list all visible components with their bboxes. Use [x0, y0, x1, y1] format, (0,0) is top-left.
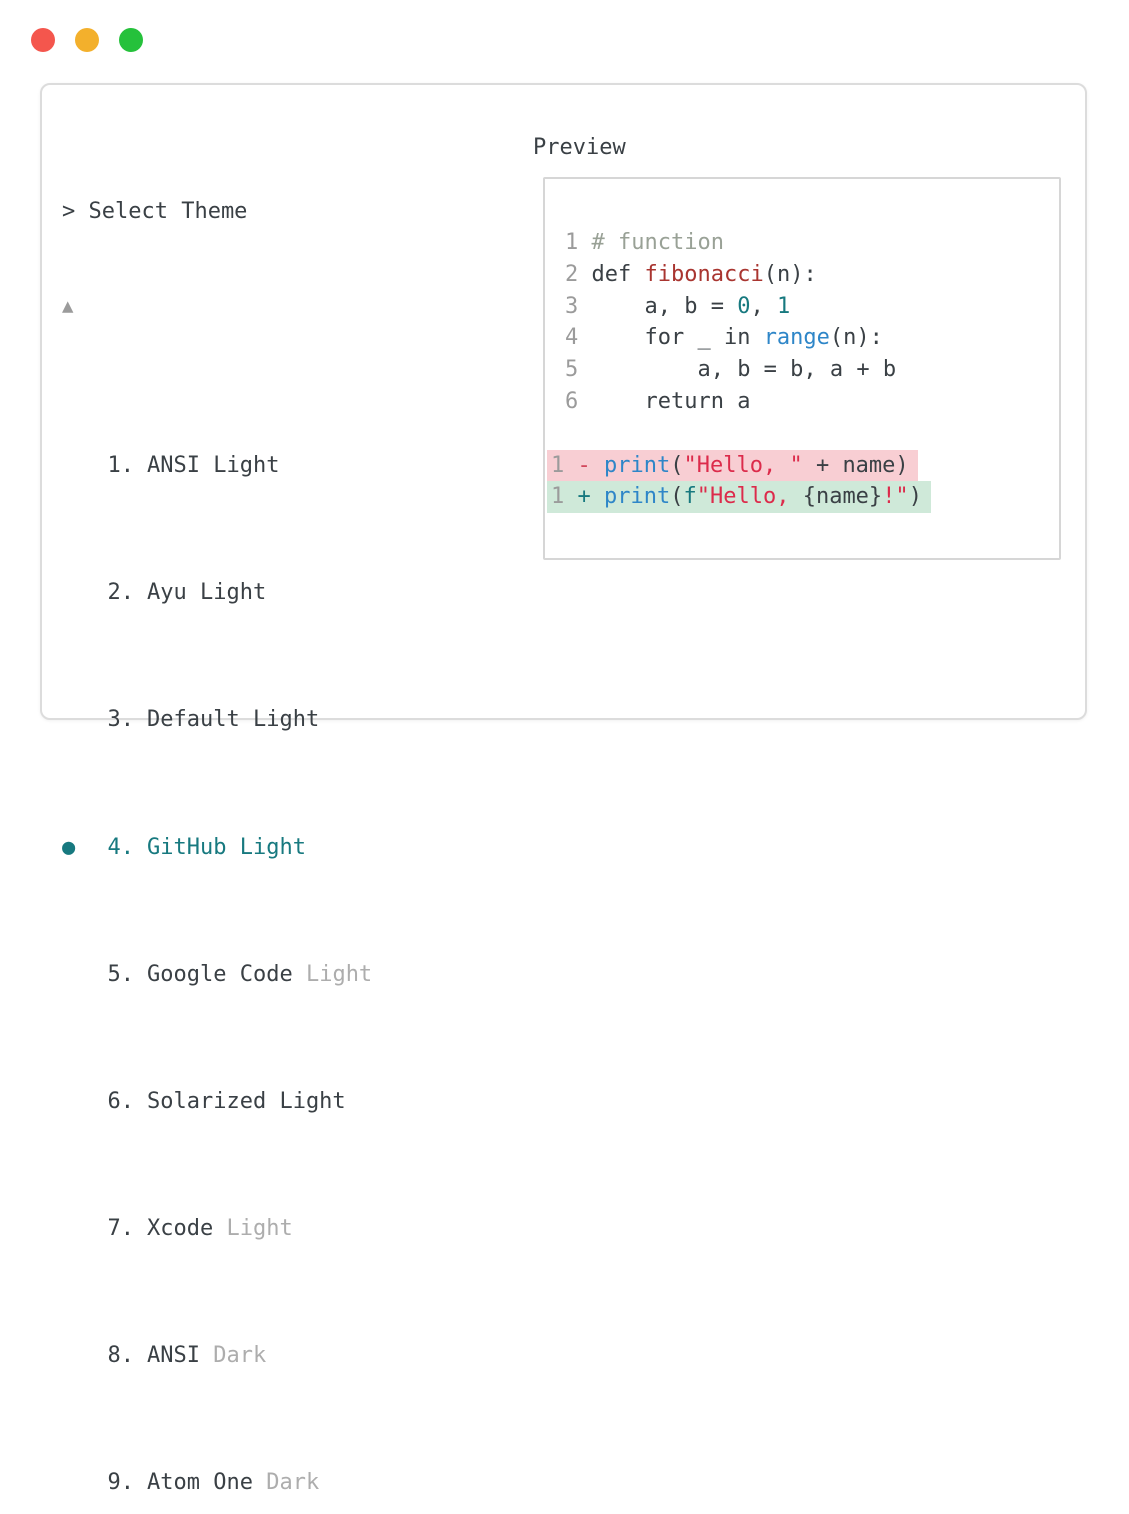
code-line: 4 for _ in range(n):	[565, 322, 1059, 354]
code-token-diff-minus: -	[577, 452, 604, 478]
theme-name: Ayu Light	[147, 580, 267, 606]
preview-label: Preview	[533, 135, 626, 160]
theme-number: 7.	[107, 1216, 135, 1242]
theme-number: 3.	[107, 707, 135, 733]
code-token-builtin: print	[604, 484, 671, 510]
theme-number: 9.	[107, 1470, 135, 1496]
code-token-plain: a, b =	[591, 293, 738, 319]
theme-list-item[interactable]: 7. Xcode Light	[62, 1213, 843, 1245]
prompt-text: > Select Theme	[62, 198, 248, 224]
theme-variant: Light	[305, 961, 373, 987]
theme-number: 5.	[107, 961, 135, 987]
code-token-plain: )	[908, 484, 922, 510]
theme-name: ANSI Light	[147, 452, 280, 478]
code-token-string: "Hello, "	[683, 452, 803, 478]
theme-variant: Dark	[213, 1343, 267, 1369]
theme-selector-window: > Select Theme ▲ 1. ANSI Light 2. Ayu Ligh…	[40, 83, 1087, 1495]
theme-list-item[interactable]: ● 4. GitHub Light	[62, 832, 843, 864]
theme-list-item[interactable]: 2. Ayu Light	[62, 577, 843, 609]
line-number: 4	[565, 325, 592, 351]
code-token-plain: (	[670, 452, 684, 478]
theme-list-item[interactable]: 1. ANSI Light	[62, 450, 843, 482]
code-token-comment: # function	[591, 230, 724, 255]
code-line: 1 # function	[565, 227, 1059, 259]
close-button[interactable]	[31, 28, 55, 52]
selected-bullet-icon: ●	[62, 834, 76, 860]
code-token-plain: (n):	[763, 261, 817, 287]
line-number: 3	[565, 293, 592, 319]
prompt-line: > Select Theme	[62, 196, 843, 228]
theme-variant: Light	[226, 1216, 293, 1242]
code-token-plain: return a	[591, 388, 751, 414]
theme-name: Xcode	[147, 1216, 214, 1242]
theme-number: 8.	[107, 1343, 135, 1369]
line-number: 1	[551, 484, 578, 510]
theme-variant: Dark	[266, 1470, 320, 1496]
code-token-plain: {name}	[802, 484, 883, 510]
code-token-string: "Hello,	[696, 484, 803, 510]
code-line	[565, 418, 1059, 450]
code-token-plain: a, b = b, a + b	[591, 357, 897, 383]
line-number: 1	[551, 452, 578, 478]
code-token-plain: (	[670, 484, 684, 510]
theme-number: 4.	[107, 834, 135, 860]
code-token-plain: for _ in	[591, 325, 764, 351]
code-token-string: !"	[882, 484, 909, 510]
theme-name: Default Light	[147, 707, 320, 733]
theme-list-item[interactable]: 5. Google Code Light	[62, 959, 843, 991]
theme-name: Atom One	[147, 1470, 253, 1496]
code-line: 6 return a	[565, 386, 1059, 418]
code-token-number: 1	[776, 293, 791, 319]
theme-list-item[interactable]: 8. ANSI Dark	[62, 1340, 843, 1372]
diff-line-removed: 1 - print("Hello, " + name)	[547, 449, 918, 482]
theme-number: 2.	[107, 580, 135, 606]
code-token-builtin: range	[763, 325, 830, 351]
code-token-plain: def	[591, 261, 645, 287]
code-token-number: f	[683, 484, 697, 510]
code-token-diff-plus: +	[577, 484, 604, 510]
line-number: 5	[565, 357, 592, 383]
code-line: 5 a, b = b, a + b	[565, 354, 1059, 386]
code-token-number: 0	[737, 293, 751, 319]
zoom-button[interactable]	[119, 28, 143, 52]
code-line: 3 a, b = 0, 1	[565, 291, 1059, 323]
code-token-builtin: print	[604, 452, 671, 478]
theme-list-item[interactable]: 6. Solarized Light	[62, 1086, 843, 1118]
scroll-up-icon[interactable]: ▲	[62, 294, 74, 317]
line-number: 2	[565, 261, 592, 287]
line-number: 1	[565, 230, 592, 255]
theme-list-item[interactable]: 3. Default Light	[62, 704, 843, 736]
theme-name: Solarized Light	[147, 1088, 346, 1114]
minimize-button[interactable]	[75, 28, 99, 52]
theme-number: 1.	[107, 452, 135, 478]
theme-list-item[interactable]: 9. Atom One Dark	[62, 1467, 843, 1499]
code-token-func-def: fibonacci	[644, 261, 764, 287]
theme-name: GitHub Light	[147, 834, 306, 860]
code-token-plain: ,	[750, 293, 777, 319]
code-token-plain: + name)	[802, 452, 909, 478]
theme-name: ANSI	[147, 1343, 200, 1369]
line-number: 6	[565, 388, 592, 414]
theme-number: 6.	[107, 1088, 135, 1114]
traffic-lights	[31, 28, 143, 52]
code-token-plain: (n):	[829, 325, 883, 351]
diff-line-added: 1 + print(f"Hello, {name}!")	[547, 481, 931, 514]
code-line: 2 def fibonacci(n):	[565, 259, 1059, 291]
theme-name: Google Code	[147, 961, 293, 987]
